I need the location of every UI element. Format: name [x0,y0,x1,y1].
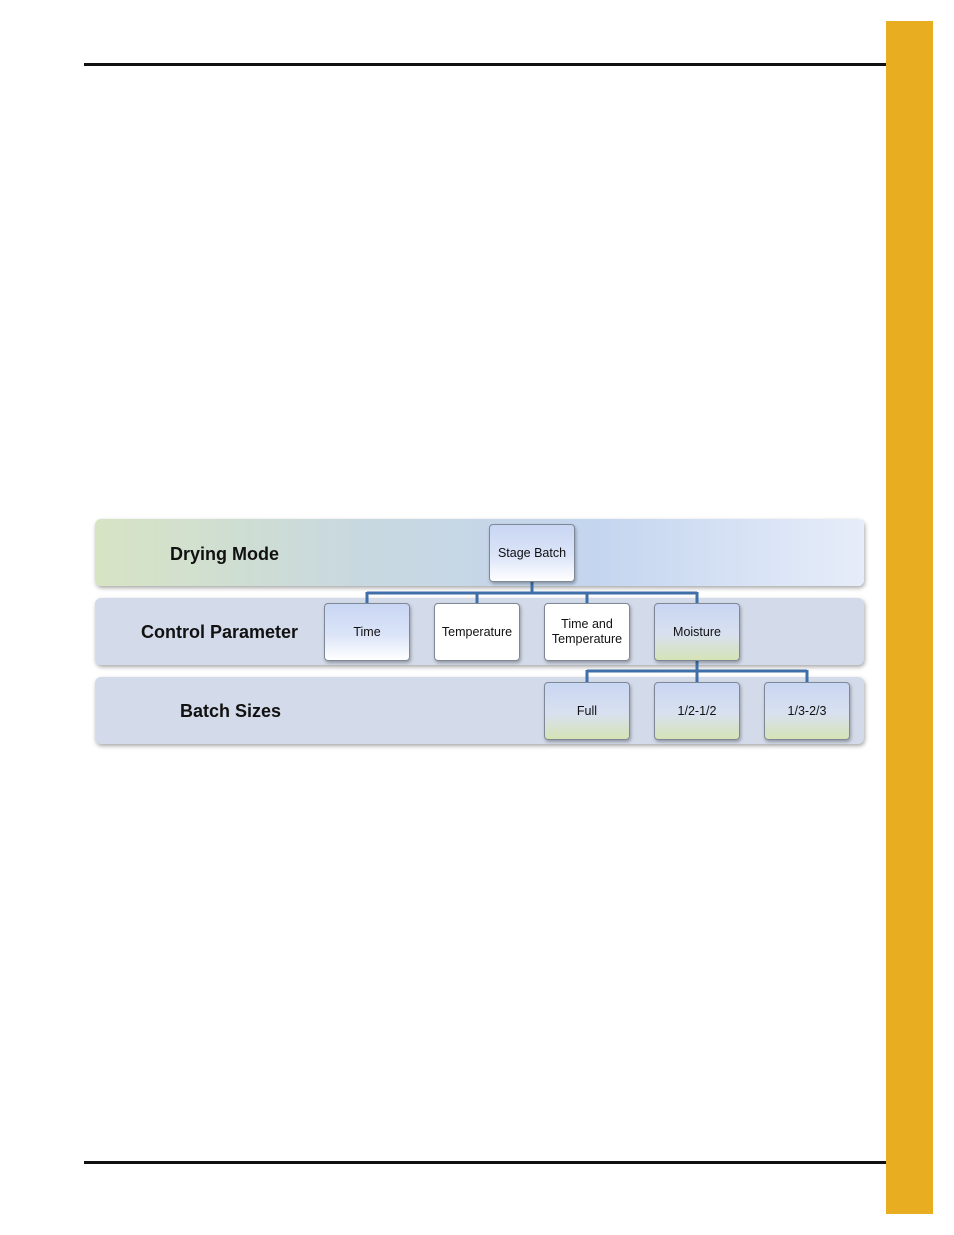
section-side-tab [886,21,933,1214]
label-control-parameter: Control Parameter [141,622,299,642]
node-temperature: Temperature [434,603,520,661]
node-time: Time [324,603,410,661]
node-third-two-thirds: 1/3-2/3 [764,682,850,740]
node-half-half: 1/2-1/2 [654,682,740,740]
node-full: Full [544,682,630,740]
label-drying-mode: Drying Mode [170,544,280,564]
top-rule [84,63,926,66]
bottom-rule [84,1161,926,1164]
band-drying-mode [95,519,864,586]
node-time-and-temperature: Time and Temperature [544,603,630,661]
node-stage-batch: Stage Batch [489,524,575,582]
label-batch-sizes: Batch Sizes [180,701,282,721]
node-moisture: Moisture [654,603,740,661]
